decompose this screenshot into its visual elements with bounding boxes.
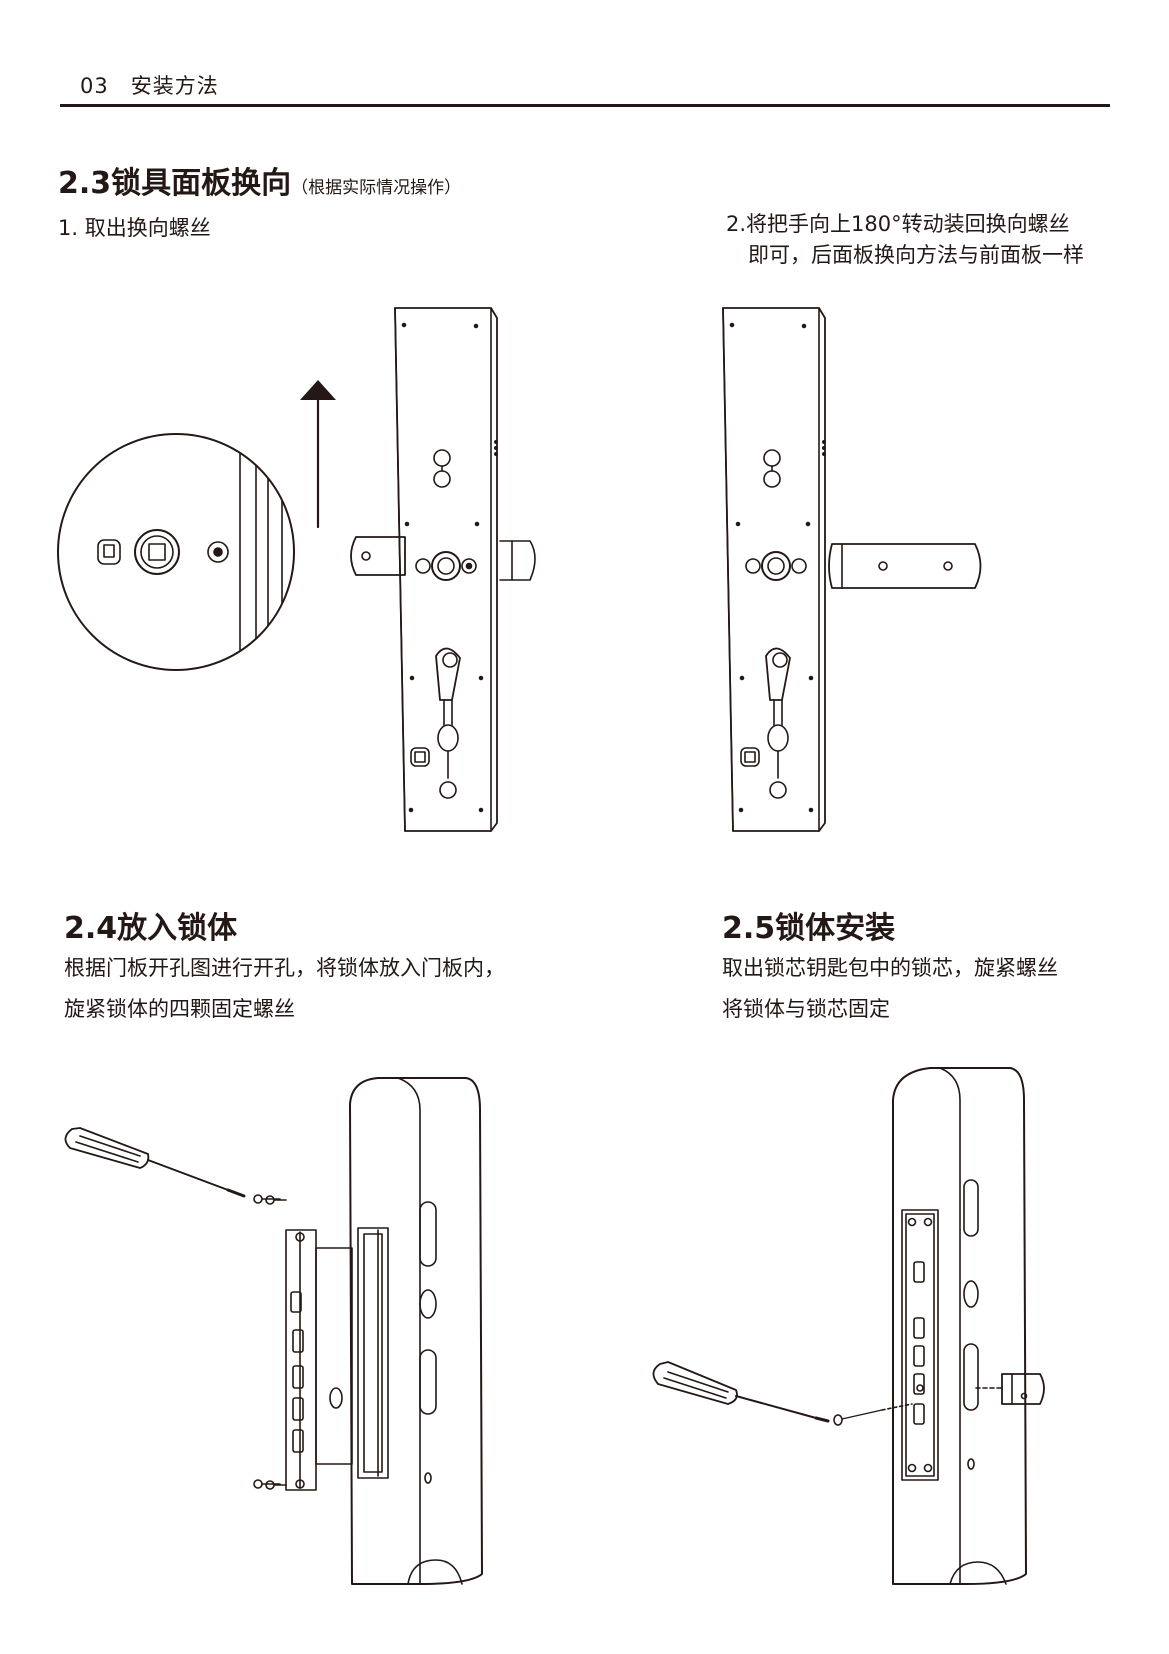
section-2-4-title: 2.4放入锁体 bbox=[64, 911, 238, 946]
up-arrow-icon bbox=[300, 380, 336, 529]
step-2-text: 2.将把手向上180°转动装回换向螺丝 即可，后面板换向方法与前面板一样 bbox=[726, 209, 1084, 271]
zoom-detail-illustration bbox=[57, 433, 295, 671]
step-2-line-2: 即可，后面板换向方法与前面板一样 bbox=[748, 243, 1084, 267]
screwdriver-icon bbox=[64, 1127, 246, 1198]
section-2-5-body: 取出锁芯钥匙包中的锁芯，旋紧螺丝 将锁体与锁芯固定 bbox=[722, 948, 1058, 1030]
step-1-text: 1. 取出换向螺丝 bbox=[58, 216, 211, 240]
page-number: 03 bbox=[80, 74, 109, 98]
section-2-5-line-1: 取出锁芯钥匙包中的锁芯，旋紧螺丝 bbox=[722, 956, 1058, 980]
section-2-5-title: 2.5锁体安装 bbox=[722, 911, 896, 946]
mortise-lock-body bbox=[285, 1229, 353, 1491]
step-2-line-1: 2.将把手向上180°转动装回换向螺丝 bbox=[726, 212, 1070, 236]
section-2-3-heading: 2.3锁具面板换向 bbox=[58, 166, 292, 201]
section-2-3-note: （根据实际情况操作） bbox=[291, 178, 462, 198]
section-2-4-body: 根据门板开孔图进行开孔，将锁体放入门板内， 旋紧锁体的四颗固定螺丝 bbox=[64, 948, 505, 1030]
section-2-4-line-1: 根据门板开孔图进行开孔，将锁体放入门板内， bbox=[64, 956, 505, 980]
lock-panel-after bbox=[722, 307, 982, 832]
page-header: 03 安装方法 bbox=[80, 70, 219, 100]
screws-icon bbox=[253, 1194, 287, 1490]
header-rule bbox=[60, 104, 1110, 107]
section-2-3-title: 2.3锁具面板换向（根据实际情况操作） bbox=[58, 158, 461, 202]
lock-cylinder bbox=[975, 1373, 1045, 1405]
screwdriver-2-icon bbox=[652, 1361, 913, 1426]
chapter-title: 安装方法 bbox=[130, 74, 219, 98]
section-2-4-line-2: 旋紧锁体的四颗固定螺丝 bbox=[64, 997, 295, 1021]
door-edge-left bbox=[349, 1077, 483, 1585]
section-2-5-line-2: 将锁体与锁芯固定 bbox=[722, 997, 890, 1021]
door-edge-right bbox=[892, 1067, 1027, 1585]
lock-panel-before bbox=[350, 307, 536, 832]
